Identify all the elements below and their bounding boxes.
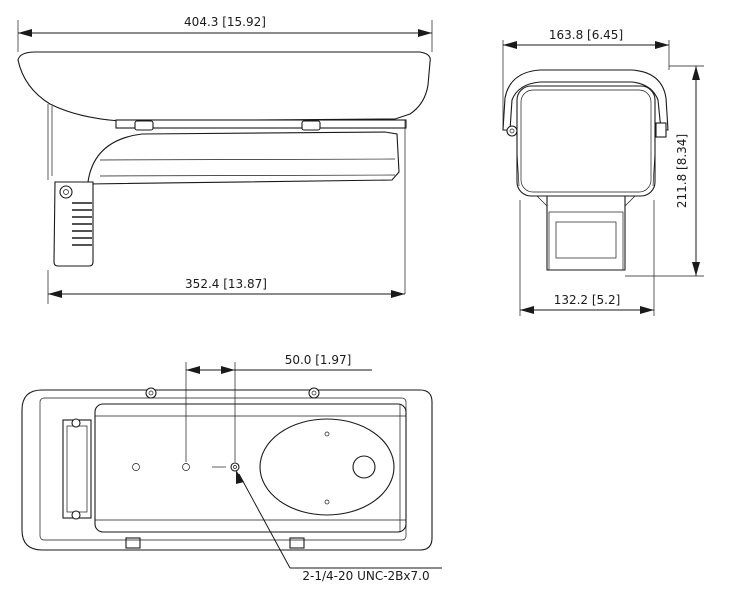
front-height-label: 211.8 [8.34] xyxy=(675,134,689,208)
bottom-window xyxy=(259,418,395,516)
bottom-hole-spacing-dimension: 50.0 [1.97] xyxy=(185,353,372,462)
front-camera-face xyxy=(516,85,656,197)
front-view: 163.8 [6.45] 211.8 [8.34] xyxy=(502,28,704,316)
side-total-length-dimension: 404.3 [15.92] xyxy=(17,15,433,52)
bottom-view: 50.0 [1.97] 2-1/4-20 UNC-2Bx7.0 xyxy=(21,353,442,583)
side-base-length-dimension: 352.4 [13.87] xyxy=(47,270,405,304)
front-base-width-label: 132.2 [5.2] xyxy=(554,293,621,307)
front-hood-width-dimension: 163.8 [6.45] xyxy=(502,28,670,130)
front-base-width-dimension: 132.2 [5.2] xyxy=(519,200,655,316)
front-height-dimension: 211.8 [8.34] xyxy=(625,65,704,277)
side-total-length-label: 404.3 [15.92] xyxy=(184,15,266,29)
bottom-mount-thread-hole xyxy=(230,462,240,472)
front-hood-width-label: 163.8 [6.45] xyxy=(549,28,623,42)
side-camera-body xyxy=(87,131,400,185)
bottom-hole xyxy=(132,463,140,471)
bottom-hole xyxy=(182,463,190,471)
side-view: 404.3 [15.92] 352.4 [1 xyxy=(17,15,433,304)
bottom-hole-spacing-label: 50.0 [1.97] xyxy=(285,353,352,367)
front-mount-bracket xyxy=(546,195,626,271)
bottom-mount-bracket xyxy=(62,419,92,519)
side-sun-shield xyxy=(17,51,431,122)
side-base-length-label: 352.4 [13.87] xyxy=(185,277,267,291)
mount-thread-label: 2-1/4-20 UNC-2Bx7.0 xyxy=(302,569,429,583)
mount-thread-callout: 2-1/4-20 UNC-2Bx7.0 xyxy=(236,470,442,583)
